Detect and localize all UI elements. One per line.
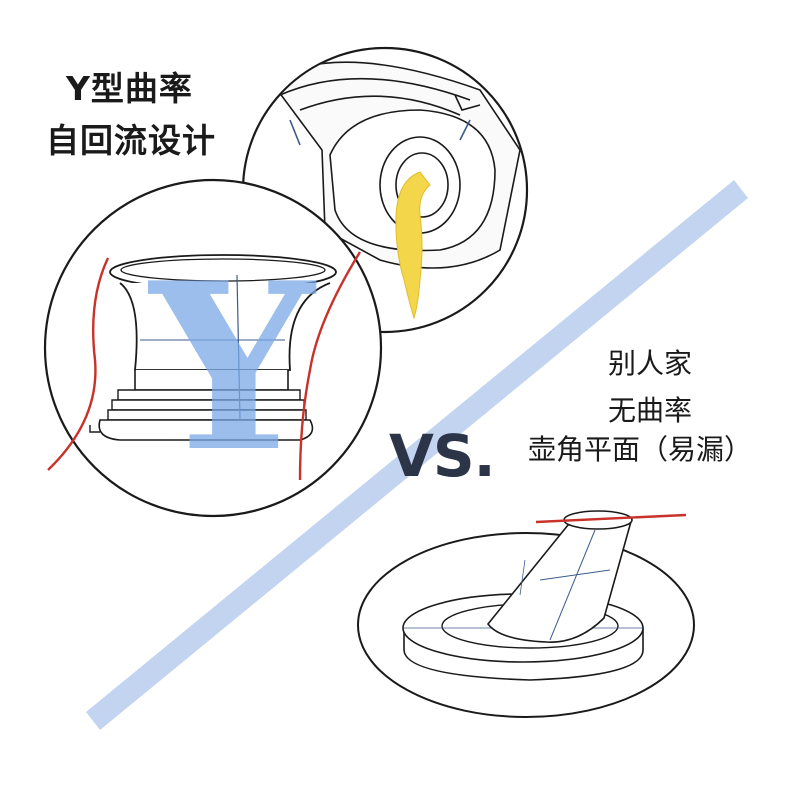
red-flat-line [535,513,687,524]
vs-label: VS. [389,422,496,490]
y-curvature-circle: Y [43,178,383,518]
y-letter-icon: Y [147,233,317,503]
right-heading-line2: 无曲率 [607,394,692,427]
right-heading-line3: 壶角平面（易漏） [527,433,752,466]
flat-spout-drawing [357,510,695,718]
red-curve-left [47,257,110,471]
right-heading-line1: 别人家 [607,347,692,380]
left-heading-line2: 自回流设计 [46,121,216,160]
left-heading-line1: Y型曲率 [66,69,193,108]
oil-drip-icon [395,171,431,320]
diagonal-band [86,180,748,730]
red-curve-right [298,251,362,481]
